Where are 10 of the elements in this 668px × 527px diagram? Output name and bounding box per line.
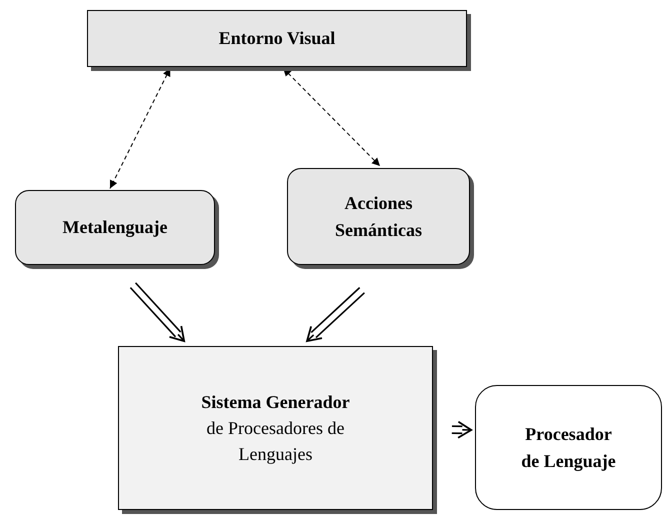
- node-text: de Procesadores de Lenguajes: [206, 416, 346, 466]
- node-title: Procesador de Lenguaje: [520, 423, 616, 473]
- double-arrow: [306, 286, 366, 342]
- rounded-box: [475, 385, 662, 510]
- node-title: Entorno Visual: [218, 27, 336, 50]
- node-title: Metalenguaje: [62, 216, 168, 240]
- node-title: Sistema Generador: [200, 390, 351, 414]
- double-arrow: [451, 420, 472, 439]
- node-title: Acciones Semánticas: [334, 192, 423, 242]
- double-arrow: [130, 282, 186, 342]
